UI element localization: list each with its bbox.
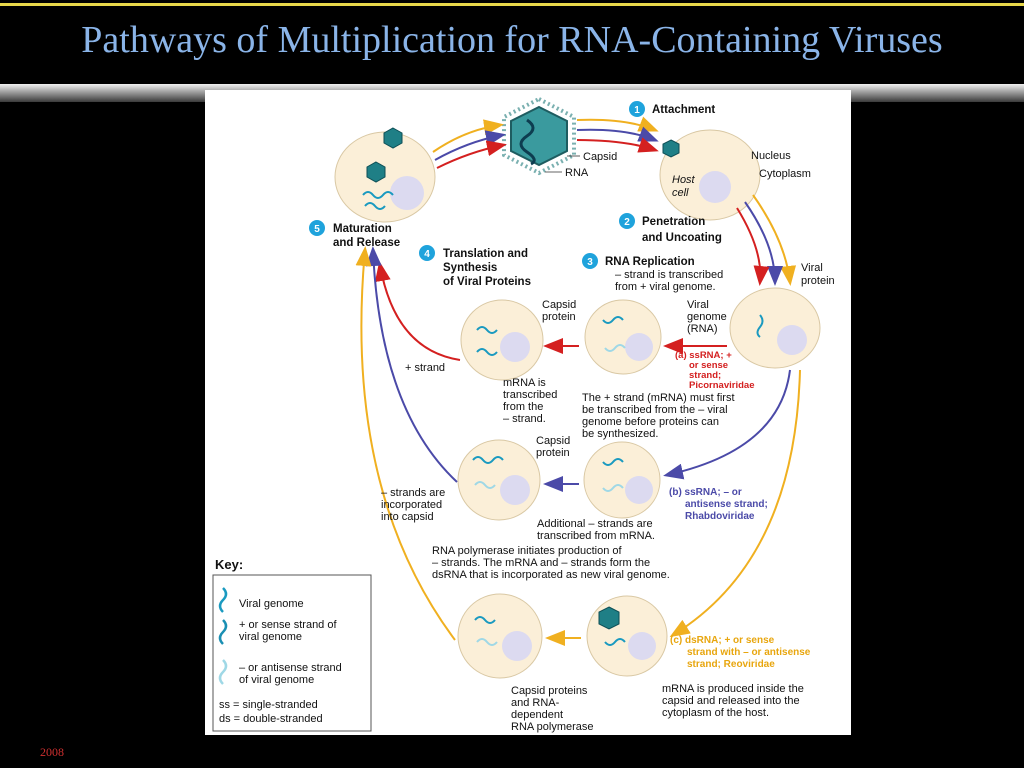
plus-strand-label: + strand — [405, 362, 445, 374]
host-cell-ds-release — [586, 595, 668, 677]
viral-protein-label: Viral — [801, 262, 823, 274]
step-1-badge: 1 — [629, 101, 645, 117]
step-4-badge: 4 — [419, 245, 435, 261]
step-3-desc-2: from + viral genome. — [615, 281, 716, 293]
capsid-proteins-label-3: dependent — [511, 709, 563, 721]
step-5-label: Maturation — [333, 223, 392, 235]
step-3-desc-1: – strand is transcribed — [615, 269, 723, 281]
slide-title: Pathways of Multiplication for RNA-Conta… — [81, 19, 943, 61]
step-4-label-3: of Viral Proteins — [443, 276, 531, 288]
pathway-a-label: (a) ssRNA; + — [675, 350, 732, 361]
plus-first-note-4: be synthesized. — [582, 428, 658, 440]
step-2-label: Penetration — [642, 216, 705, 228]
host-cell-ds-assembly — [457, 593, 543, 679]
host-cell-label-2: cell — [672, 187, 689, 199]
mrna-transcribed-label: mRNA is — [503, 377, 546, 389]
key-item-2: + or sense strand of — [239, 619, 337, 631]
mrna-transcribed-label-3: from the — [503, 401, 543, 413]
key-title: Key: — [215, 557, 243, 572]
additional-strands-label-2: transcribed from mRNA. — [537, 530, 655, 542]
pathway-a-label-3: strand; — [689, 370, 721, 381]
mrna-transcribed-label-4: – strand. — [503, 413, 546, 425]
diagram-panel: 1 Attachment 2 Penetration and Uncoating… — [205, 90, 851, 735]
pathway-b-label-2: antisense strand; — [685, 499, 768, 510]
virion — [502, 96, 576, 176]
key-ds: ds = double-stranded — [219, 713, 323, 725]
capsid-label: Capsid — [583, 151, 617, 163]
host-cell-minus-assembly — [457, 439, 541, 521]
pathway-c-label: (c) dsRNA; + or sense — [670, 635, 775, 646]
top-accent-line — [0, 3, 1024, 6]
host-cell-translation — [460, 299, 544, 381]
step-2-label-2: and Uncoating — [642, 232, 722, 244]
footer-year: 2008 — [40, 745, 64, 759]
host-cell-uncoating — [729, 287, 821, 369]
step-3-label: RNA Replication — [605, 256, 695, 268]
svg-text:3: 3 — [587, 257, 593, 268]
svg-text:4: 4 — [424, 249, 430, 260]
step-1-label: Attachment — [652, 104, 715, 116]
minus-strand-icon — [218, 659, 228, 685]
pathway-a-label-4: Picornaviridae — [689, 380, 754, 391]
step-3-badge: 3 — [582, 253, 598, 269]
step-4-label: Translation and — [443, 248, 528, 260]
capsid-proteins-label-4: RNA polymerase — [511, 721, 594, 733]
pathway-c-label-3: strand; Reoviridae — [687, 659, 775, 670]
mrna-transcribed-label-2: transcribed — [503, 389, 557, 401]
plus-first-note: The + strand (mRNA) must first — [582, 392, 735, 404]
svg-text:2: 2 — [624, 217, 630, 228]
viral-genome-label: Viral — [687, 299, 709, 311]
step-5-label-2: and Release — [333, 237, 400, 249]
minus-incorporated-label: – strands are — [381, 487, 445, 499]
capsid-protein-label-2: protein — [542, 311, 576, 323]
capsid-protein2-label-2: protein — [536, 447, 570, 459]
key-item-2b: viral genome — [239, 631, 302, 643]
svg-text:1: 1 — [634, 105, 640, 116]
svg-text:5: 5 — [314, 224, 320, 235]
host-cell-attachment — [659, 129, 761, 221]
viral-genome-icon — [218, 587, 228, 613]
pathway-arrows — [355, 116, 801, 646]
additional-strands-label: Additional – strands are — [537, 518, 653, 530]
plus-first-note-3: genome before proteins can — [582, 416, 719, 428]
key-item-3b: of viral genome — [239, 674, 314, 686]
plus-first-note-2: be transcribed from the – viral — [582, 404, 728, 416]
key-item-1: Viral genome — [239, 598, 304, 610]
pathway-b-label: (b) ssRNA; – or — [669, 487, 742, 498]
host-cell-minus-transcribe — [583, 441, 661, 519]
rna-polymerase-note: RNA polymerase initiates production of — [432, 545, 622, 557]
minus-incorporated-label-3: into capsid — [381, 511, 434, 523]
plus-strand-icon — [218, 619, 228, 645]
rna-label: RNA — [565, 167, 589, 179]
pathway-b-label-3: Rhabdoviridae — [685, 511, 755, 522]
rna-polymerase-note-2: – strands. The mRNA and – strands form t… — [432, 557, 650, 569]
nucleus-label: Nucleus — [751, 150, 791, 162]
mrna-inside-capsid-note-2: capsid and released into the — [662, 695, 800, 707]
cytoplasm-label: Cytoplasm — [759, 168, 811, 180]
key-item-3: – or antisense strand — [239, 662, 342, 674]
key-ss: ss = single-stranded — [219, 699, 318, 711]
minus-incorporated-label-2: incorporated — [381, 499, 442, 511]
host-cell-replication — [584, 299, 662, 375]
host-cell-label: Host — [672, 174, 696, 186]
mrna-inside-capsid-note-3: cytoplasm of the host. — [662, 707, 769, 719]
rna-polymerase-note-3: dsRNA that is incorporated as new viral … — [432, 569, 670, 581]
rna-virus-pathway-diagram: 1 Attachment 2 Penetration and Uncoating… — [212, 96, 835, 733]
capsid-proteins-label-2: and RNA- — [511, 697, 560, 709]
viral-genome-label-2: genome — [687, 311, 727, 323]
viral-protein-label-2: protein — [801, 275, 835, 287]
capsid-protein2-label: Capsid — [536, 435, 570, 447]
capsid-protein-label: Capsid — [542, 299, 576, 311]
key-legend: Key: Viral genome + or sense strand of v… — [212, 557, 372, 732]
host-cell-release — [334, 127, 436, 223]
mrna-inside-capsid-note: mRNA is produced inside the — [662, 683, 804, 695]
step-5-badge: 5 — [309, 220, 325, 236]
capsid-proteins-label: Capsid proteins — [511, 685, 588, 697]
step-2-badge: 2 — [619, 213, 635, 229]
pathway-a-label-2: or sense — [689, 360, 728, 371]
pathway-c-label-2: strand with – or antisense — [687, 647, 811, 658]
step-4-label-2: Synthesis — [443, 262, 497, 274]
viral-genome-label-3: (RNA) — [687, 323, 718, 335]
